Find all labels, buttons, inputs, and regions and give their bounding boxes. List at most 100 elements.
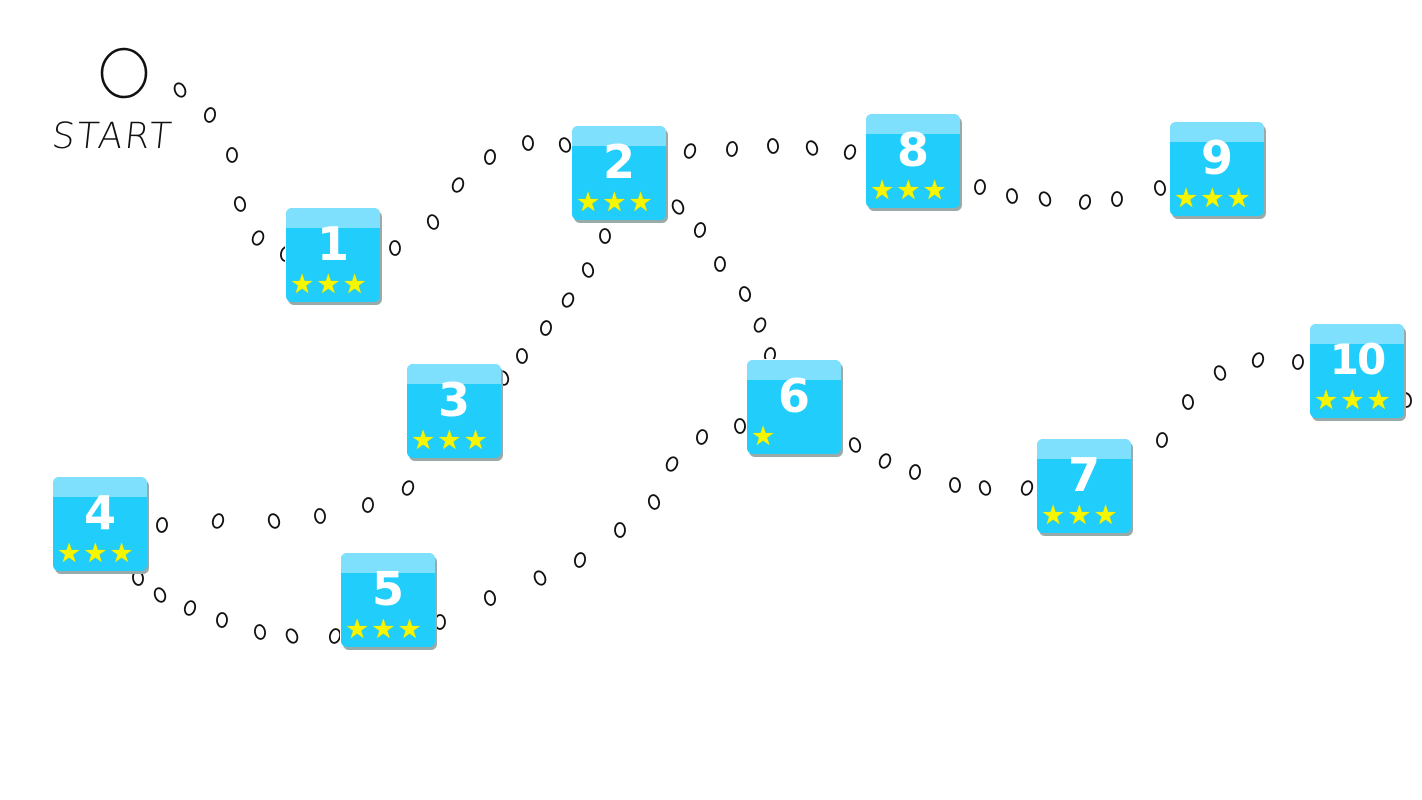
star-rating: ★★★ xyxy=(345,616,422,643)
tile-highlight xyxy=(407,364,501,384)
path-dot xyxy=(878,453,892,469)
star-icon: ★ xyxy=(109,538,134,569)
path-dot xyxy=(726,141,738,157)
path-dot xyxy=(132,570,144,586)
level-button-9[interactable]: 9★★★ xyxy=(1170,122,1264,216)
path-dot xyxy=(696,429,708,445)
path-dot xyxy=(516,348,528,364)
path-dot xyxy=(647,494,661,510)
path-dot xyxy=(949,477,961,493)
path-dot xyxy=(1182,394,1194,410)
star-icon: ★ xyxy=(342,269,367,300)
path-dot xyxy=(581,262,595,278)
path-dot xyxy=(561,292,575,308)
star-icon: ★ xyxy=(411,425,436,456)
level-number: 3 xyxy=(437,373,470,427)
star-rating: ★★★ xyxy=(57,538,134,569)
path-dot xyxy=(683,143,697,159)
path-dot xyxy=(693,222,707,238)
path-dot xyxy=(665,456,679,472)
path-dot xyxy=(767,138,779,154)
path-dot xyxy=(1154,180,1166,196)
level-button-1[interactable]: 1★★★ xyxy=(286,208,380,302)
tile-highlight xyxy=(1037,439,1131,459)
star-icon: ★ xyxy=(57,538,82,569)
star-icon: ★ xyxy=(290,269,315,300)
path-dot xyxy=(540,320,552,336)
path-dot xyxy=(734,418,746,434)
path-dot xyxy=(1020,480,1034,496)
star-rating: ★★★ xyxy=(576,187,653,218)
star-icon: ★ xyxy=(922,175,947,206)
star-icon: ★ xyxy=(602,187,627,218)
path-dot xyxy=(451,177,465,193)
star-icon: ★ xyxy=(1174,183,1199,214)
star-rating: ★★★ xyxy=(411,425,488,456)
path-dot xyxy=(211,513,225,529)
tile-highlight xyxy=(286,208,380,228)
level-button-7[interactable]: 7★★★ xyxy=(1037,439,1131,533)
path-dot xyxy=(533,570,547,586)
star-icon: ★ xyxy=(1226,183,1251,214)
path-dot xyxy=(1038,191,1052,207)
path-dot xyxy=(285,628,299,644)
level-number: 5 xyxy=(371,562,404,616)
path-dot xyxy=(1006,188,1018,204)
path-dot xyxy=(1078,194,1092,210)
star-rating: ★★★ xyxy=(1314,385,1391,416)
level-button-8[interactable]: 8★★★ xyxy=(866,114,960,208)
star-rating: ★★★ xyxy=(290,269,367,300)
star-icon: ★ xyxy=(316,269,341,300)
star-icon: ★ xyxy=(437,425,462,456)
level-button-4[interactable]: 4★★★ xyxy=(53,477,147,571)
path-dot xyxy=(153,587,167,603)
path-dot xyxy=(1111,191,1123,207)
path-dot xyxy=(1251,352,1265,368)
level-button-10[interactable]: 10★★★ xyxy=(1310,324,1404,418)
level-number: 10 xyxy=(1329,335,1386,384)
path-dot xyxy=(909,464,921,480)
path-dot xyxy=(614,522,626,538)
star-icon: ★ xyxy=(896,175,921,206)
level-number: 1 xyxy=(316,217,349,271)
path-dot xyxy=(362,497,374,513)
level-button-3[interactable]: 3★★★ xyxy=(407,364,501,458)
level-number: 8 xyxy=(896,123,929,177)
level-number: 7 xyxy=(1067,448,1100,502)
path-dot xyxy=(738,286,752,302)
path-dot xyxy=(974,179,986,195)
path-dot xyxy=(426,214,440,230)
path-dot xyxy=(173,82,187,98)
path-dot xyxy=(599,228,611,244)
tile-highlight xyxy=(53,477,147,497)
path-dot xyxy=(251,230,265,246)
level-number: 4 xyxy=(83,486,116,540)
path-dot xyxy=(843,144,857,160)
path-dot xyxy=(1156,432,1168,448)
star-icon: ★ xyxy=(463,425,488,456)
path-dot xyxy=(203,107,217,123)
path-dot xyxy=(573,552,587,568)
path-dot xyxy=(671,199,685,215)
start-circle-icon xyxy=(100,47,148,99)
path-dot xyxy=(216,612,228,628)
path-dot xyxy=(484,149,496,165)
star-rating: ★ xyxy=(751,421,776,452)
star-icon: ★ xyxy=(751,421,776,452)
tile-highlight xyxy=(747,360,841,380)
path-dot xyxy=(522,135,534,151)
level-button-5[interactable]: 5★★★ xyxy=(341,553,435,647)
tile-highlight xyxy=(1170,122,1264,142)
level-button-6[interactable]: 6★ xyxy=(747,360,841,454)
star-icon: ★ xyxy=(1314,385,1339,416)
path-dot xyxy=(233,196,247,212)
star-icon: ★ xyxy=(1093,500,1118,531)
level-number: 2 xyxy=(602,135,635,189)
star-icon: ★ xyxy=(1366,385,1391,416)
star-rating: ★★★ xyxy=(870,175,947,206)
path-dot xyxy=(314,508,326,524)
path-dot xyxy=(1213,365,1227,381)
level-button-2[interactable]: 2★★★ xyxy=(572,126,666,220)
start-label: START xyxy=(49,116,176,157)
